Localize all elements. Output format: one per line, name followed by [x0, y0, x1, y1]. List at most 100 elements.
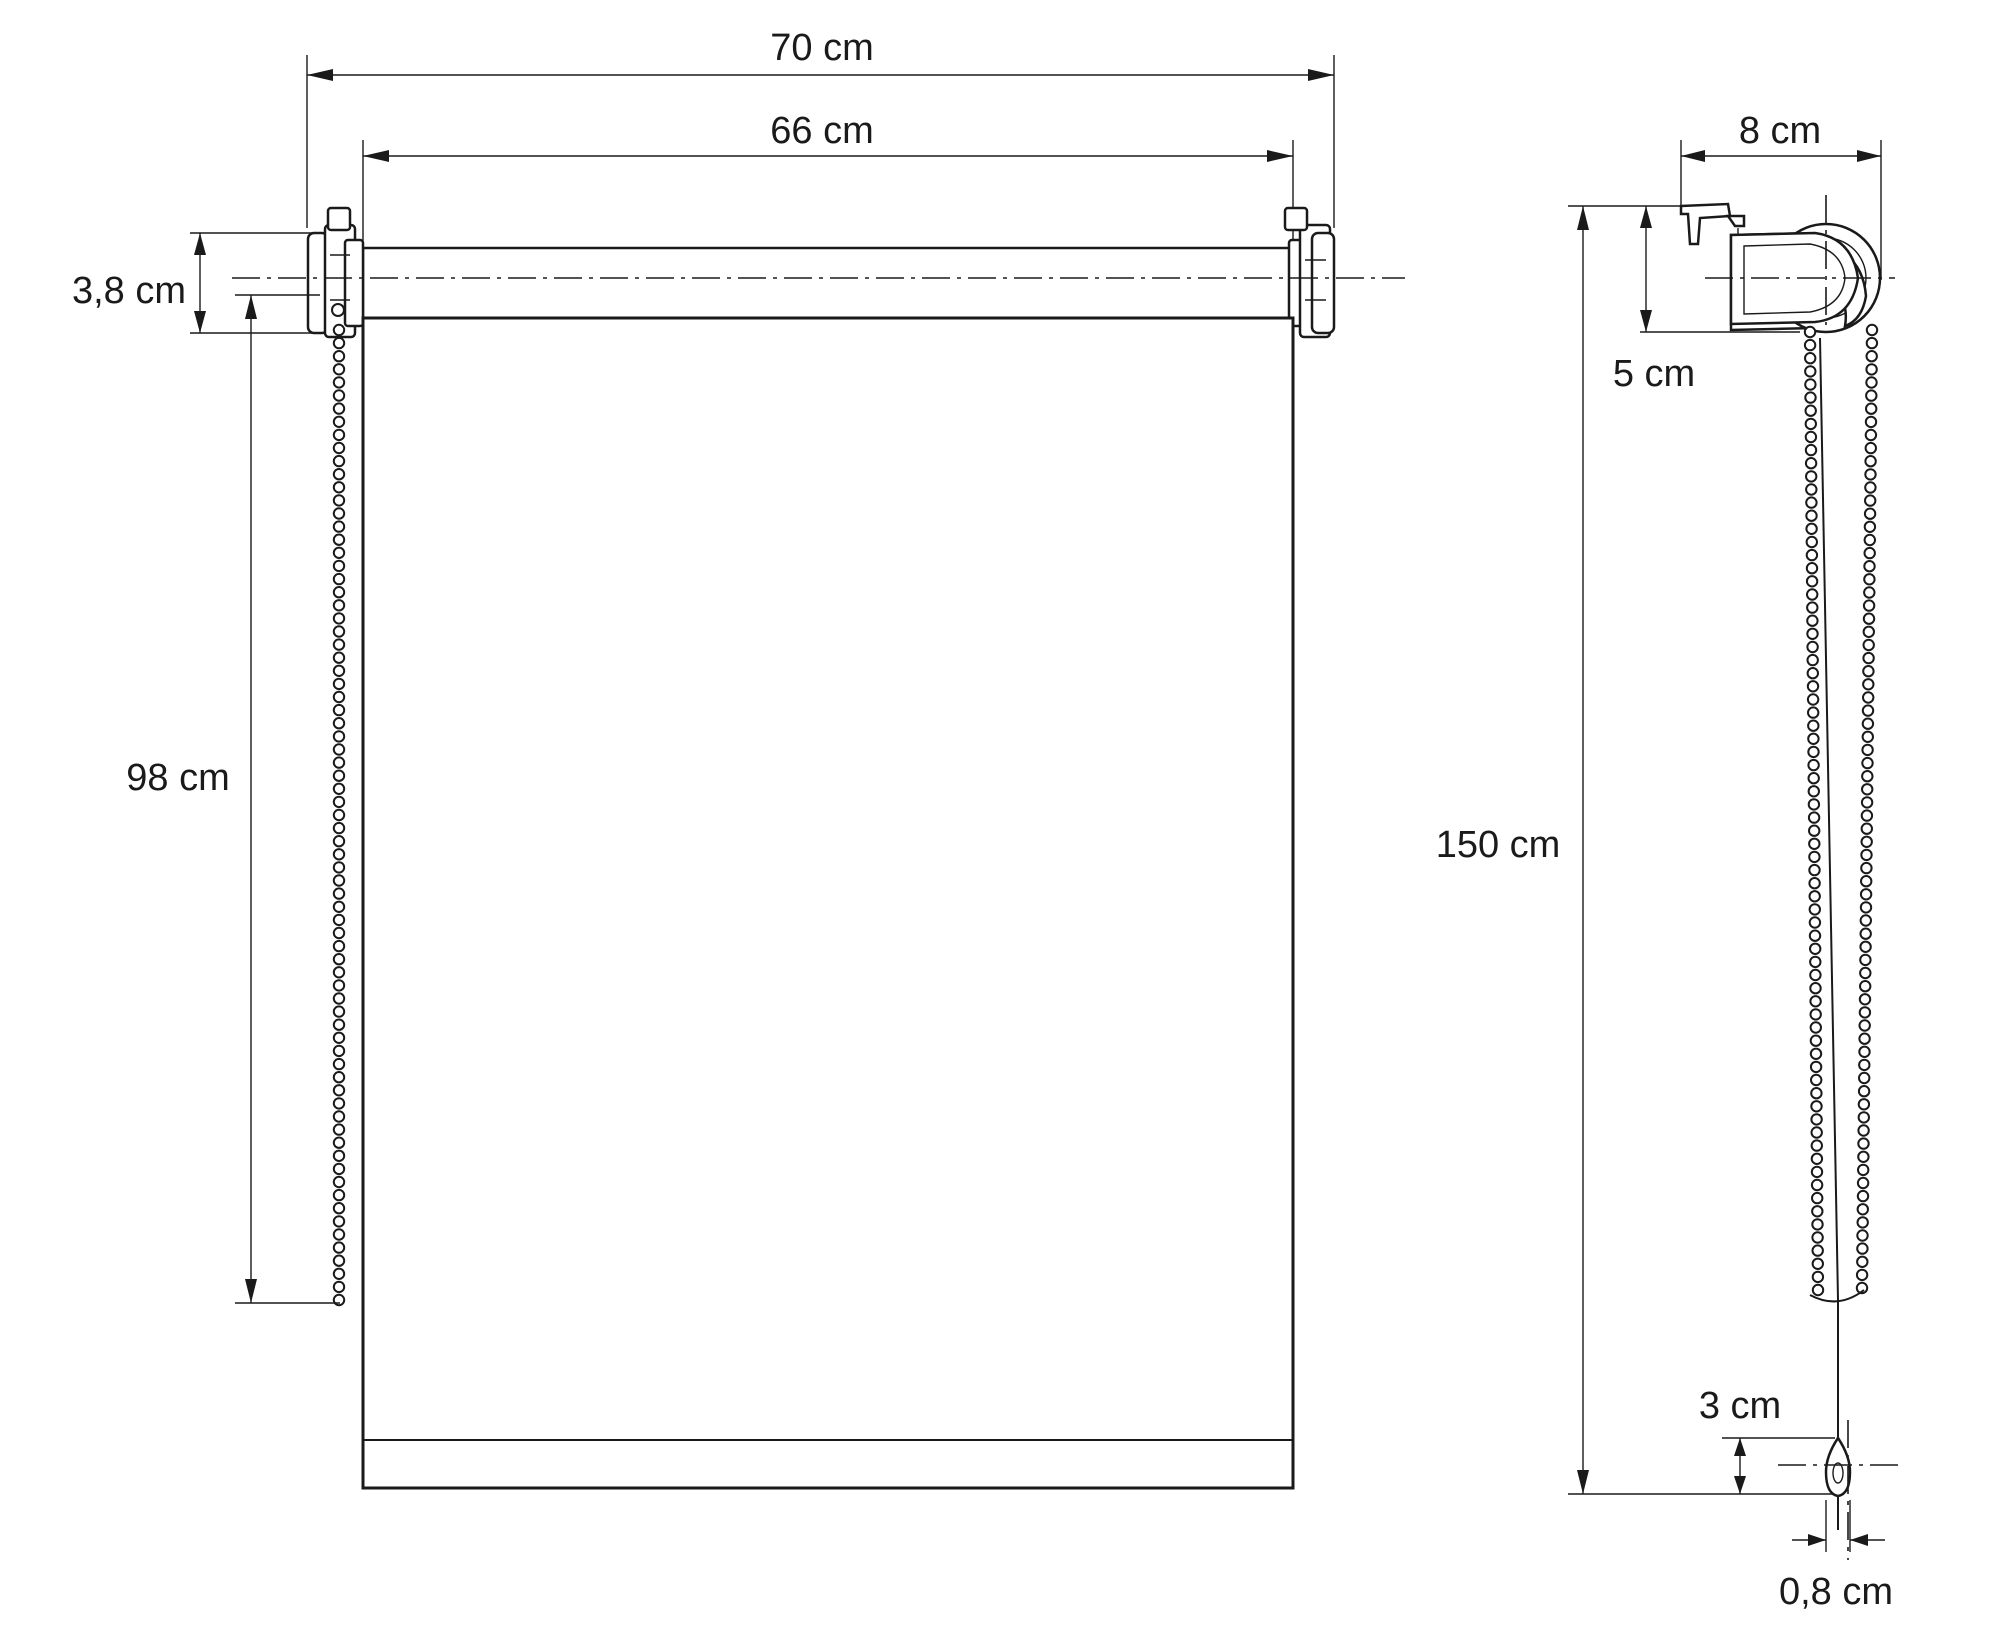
chain-bead [1860, 822, 1874, 835]
chain-bead [1856, 1255, 1869, 1269]
chain-bead [1865, 323, 1879, 337]
chain-bead [332, 1110, 346, 1123]
chain-bead [332, 428, 346, 442]
chain-bead [1805, 562, 1819, 575]
chain-bead [1864, 428, 1878, 442]
dimension-roller-height: 3,8 cm [72, 232, 315, 334]
chain-bead [332, 468, 346, 481]
chain-bead [332, 323, 346, 337]
chain-bead [1811, 1270, 1825, 1284]
chain-bead [1808, 929, 1822, 942]
chain-bead [1857, 1137, 1870, 1150]
chain-bead [1807, 772, 1820, 785]
chain-bead [332, 730, 346, 743]
chain-bead [332, 1280, 346, 1294]
chain-bead [1856, 1216, 1869, 1229]
chain-bead [1858, 1058, 1871, 1072]
chain-bead [332, 1228, 346, 1241]
label-fabric-width: 66 cm [770, 110, 873, 152]
chain-bead [1809, 1034, 1823, 1047]
chain-bead [1808, 863, 1821, 877]
chain-bead [1811, 1257, 1825, 1271]
chain-bead [1809, 982, 1822, 995]
chain-bead [332, 454, 346, 468]
chain-bead [332, 848, 346, 861]
chain-bead [1807, 785, 1821, 798]
label-weight-length: 3 cm [1699, 1385, 1781, 1427]
chain-bead [1855, 1281, 1869, 1295]
chain-bead [1810, 1139, 1824, 1152]
chain-bead [1857, 1124, 1870, 1137]
chain-bead [332, 350, 346, 363]
chain-bead [1858, 1045, 1871, 1059]
chain-bead [1863, 586, 1876, 599]
chain-bead [1861, 756, 1874, 770]
chain-bead [332, 1162, 346, 1176]
dimension-weight-length: 3 cm [1699, 1385, 1835, 1494]
label-overall-width: 70 cm [770, 27, 873, 69]
chain-bead [1858, 1071, 1871, 1085]
chain-bead [1857, 1150, 1870, 1164]
chain-bead [1809, 1047, 1823, 1061]
chain-bead [1803, 325, 1817, 339]
chain-bead [1861, 704, 1875, 717]
chain-bead [332, 1097, 346, 1110]
chain-bead [332, 1071, 346, 1084]
chain-bead [332, 336, 346, 350]
chain-bead [1805, 535, 1819, 549]
chain-bead [332, 1202, 346, 1215]
chain-bead [332, 703, 346, 717]
chain-bead [1806, 653, 1819, 667]
chain-bead [1808, 824, 1821, 837]
chain-bead [1810, 1100, 1823, 1113]
label-bracket-height: 5 cm [1613, 353, 1695, 395]
chain-bead [1808, 837, 1821, 850]
chain-bead [1856, 1242, 1869, 1255]
front-chain [332, 323, 346, 1307]
chain-bead [1811, 1231, 1824, 1244]
chain-bead [1859, 966, 1872, 980]
chain-bead [1859, 953, 1872, 967]
chain-bead [1861, 743, 1874, 757]
chain-bead [1806, 693, 1820, 706]
chain-bead [1862, 665, 1875, 678]
chain-bead [1805, 496, 1818, 509]
chain-bead [1810, 1152, 1824, 1166]
chain-bead [1805, 575, 1819, 588]
chain-bead [1865, 389, 1878, 402]
chain-bead [1857, 1163, 1870, 1177]
chain-bead [1862, 691, 1875, 704]
chain-bead [1811, 1244, 1824, 1257]
chain-bead [1863, 546, 1876, 560]
chain-bead [1807, 719, 1820, 732]
dimension-total-height: 150 cm [1436, 205, 1840, 1495]
chain-bead [1862, 678, 1875, 691]
chain-bead [1856, 1189, 1870, 1203]
chain-bead [1860, 861, 1873, 875]
chain-bead [1858, 1032, 1871, 1045]
dimension-chain-length: 98 cm [126, 294, 340, 1304]
chain-bead [332, 520, 346, 533]
chain-bead [1863, 573, 1876, 586]
chain-bead [332, 507, 346, 520]
chain-bead [332, 376, 346, 389]
chain-bead [1809, 1060, 1823, 1074]
chain-bead [332, 1084, 346, 1097]
chain-bead [1811, 1218, 1824, 1231]
chain-bead [332, 586, 346, 599]
chain-bead [332, 651, 346, 664]
chain-bead [1809, 968, 1822, 982]
chain-bead [332, 494, 346, 507]
chain-bead [1810, 1087, 1823, 1100]
chain-bead [332, 1057, 346, 1071]
dimension-weight-width: 0,8 cm [1779, 1500, 1893, 1613]
chain-bead [332, 441, 346, 455]
chain-bead [1809, 955, 1822, 969]
chain-bead [1863, 520, 1877, 533]
chain-bead [1857, 1085, 1871, 1098]
chain-bead [332, 559, 346, 573]
chain-bead [1856, 1203, 1870, 1216]
chain-bead [1804, 404, 1817, 417]
